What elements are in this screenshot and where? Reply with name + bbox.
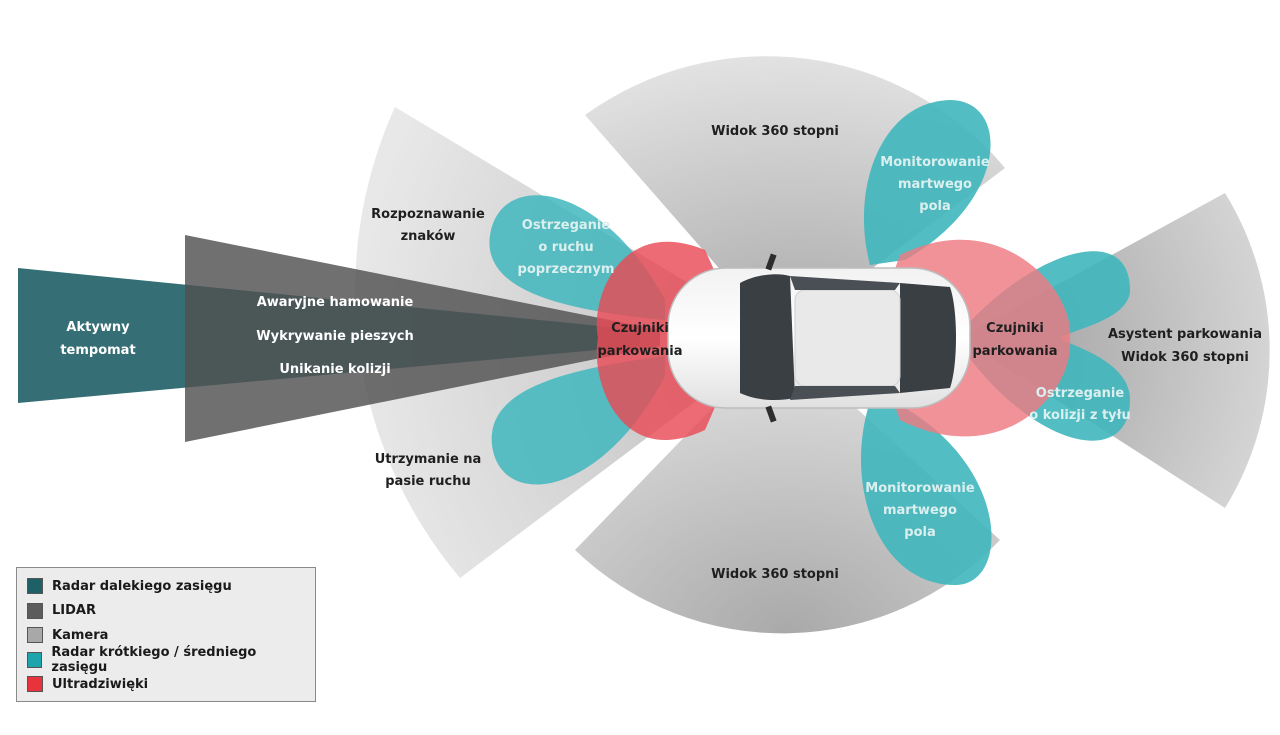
- legend: Radar dalekiego zasięgu LIDAR Kamera Rad…: [16, 567, 316, 702]
- legend-swatch: [27, 578, 43, 595]
- legend-label: LIDAR: [52, 603, 96, 619]
- short-radar-blindspot-bottom: [861, 408, 992, 585]
- label-czujniki-tyl-2: parkowania: [973, 344, 1058, 359]
- label-czujniki-tyl-1: Czujniki: [986, 321, 1044, 336]
- lidar-beam: [185, 235, 660, 442]
- legend-item-short-radar: Radar krótkiego / średniego zasięgu: [27, 644, 305, 675]
- label-martwe-gora-1: Monitorowanie: [880, 155, 990, 170]
- legend-swatch: [27, 602, 43, 619]
- legend-swatch: [27, 676, 43, 693]
- label-martwe-dol-3: pola: [904, 525, 935, 540]
- label-martwe-gora-3: pola: [919, 199, 950, 214]
- label-martwe-dol-2: martwego: [883, 503, 957, 518]
- label-awaryjne-hamowanie: Awaryjne hamowanie: [257, 295, 414, 310]
- car-top-view: [667, 253, 971, 423]
- label-aktywny-2: tempomat: [60, 343, 135, 358]
- label-wykrywanie-pieszych: Wykrywanie pieszych: [256, 329, 414, 344]
- legend-label: Radar krótkiego / średniego zasięgu: [51, 644, 257, 675]
- label-ruch-2: o ruchu: [538, 240, 593, 255]
- label-martwe-gora-2: martwego: [898, 177, 972, 192]
- legend-swatch: [27, 627, 43, 644]
- label-unikanie-kolizji: Unikanie kolizji: [279, 362, 390, 377]
- legend-label: Kamera: [52, 627, 109, 643]
- label-widok-dol: Widok 360 stopni: [711, 567, 839, 582]
- legend-label: Ultradziwięki: [52, 676, 149, 692]
- label-znakow-1: Rozpoznawanie: [371, 207, 485, 222]
- legend-item-ultrasonic: Ultradziwięki: [27, 672, 305, 697]
- legend-swatch: [27, 651, 43, 668]
- label-pas-1: Utrzymanie na: [375, 452, 482, 467]
- label-widok-gora: Widok 360 stopni: [711, 124, 839, 139]
- label-czujniki-przod-1: Czujniki: [611, 321, 669, 336]
- label-ruch-1: Ostrzeganie: [522, 218, 611, 233]
- legend-item-long-radar: Radar dalekiego zasięgu: [27, 574, 305, 599]
- legend-label: Radar dalekiego zasięgu: [52, 578, 232, 594]
- label-kolizja-tyl-1: Ostrzeganie: [1036, 386, 1125, 401]
- legend-item-lidar: LIDAR: [27, 599, 305, 624]
- label-asystent-2: Widok 360 stopni: [1121, 350, 1249, 365]
- camera-bottom-sector: [575, 338, 1000, 634]
- legend-item-camera: Kamera: [27, 623, 305, 648]
- label-czujniki-przod-2: parkowania: [598, 344, 683, 359]
- label-ruch-3: poprzecznym: [518, 262, 615, 277]
- short-radar-blindspot-top: [863, 100, 991, 265]
- camera-rear-sector: [960, 193, 1270, 508]
- label-pas-2: pasie ruchu: [385, 474, 471, 489]
- label-aktywny-1: Aktywny: [66, 320, 130, 335]
- label-martwe-dol-1: Monitorowanie: [865, 481, 975, 496]
- label-kolizja-tyl-2: o kolizji z tyłu: [1029, 408, 1130, 423]
- label-asystent-1: Asystent parkowania: [1108, 327, 1262, 342]
- label-znakow-2: znaków: [401, 229, 456, 244]
